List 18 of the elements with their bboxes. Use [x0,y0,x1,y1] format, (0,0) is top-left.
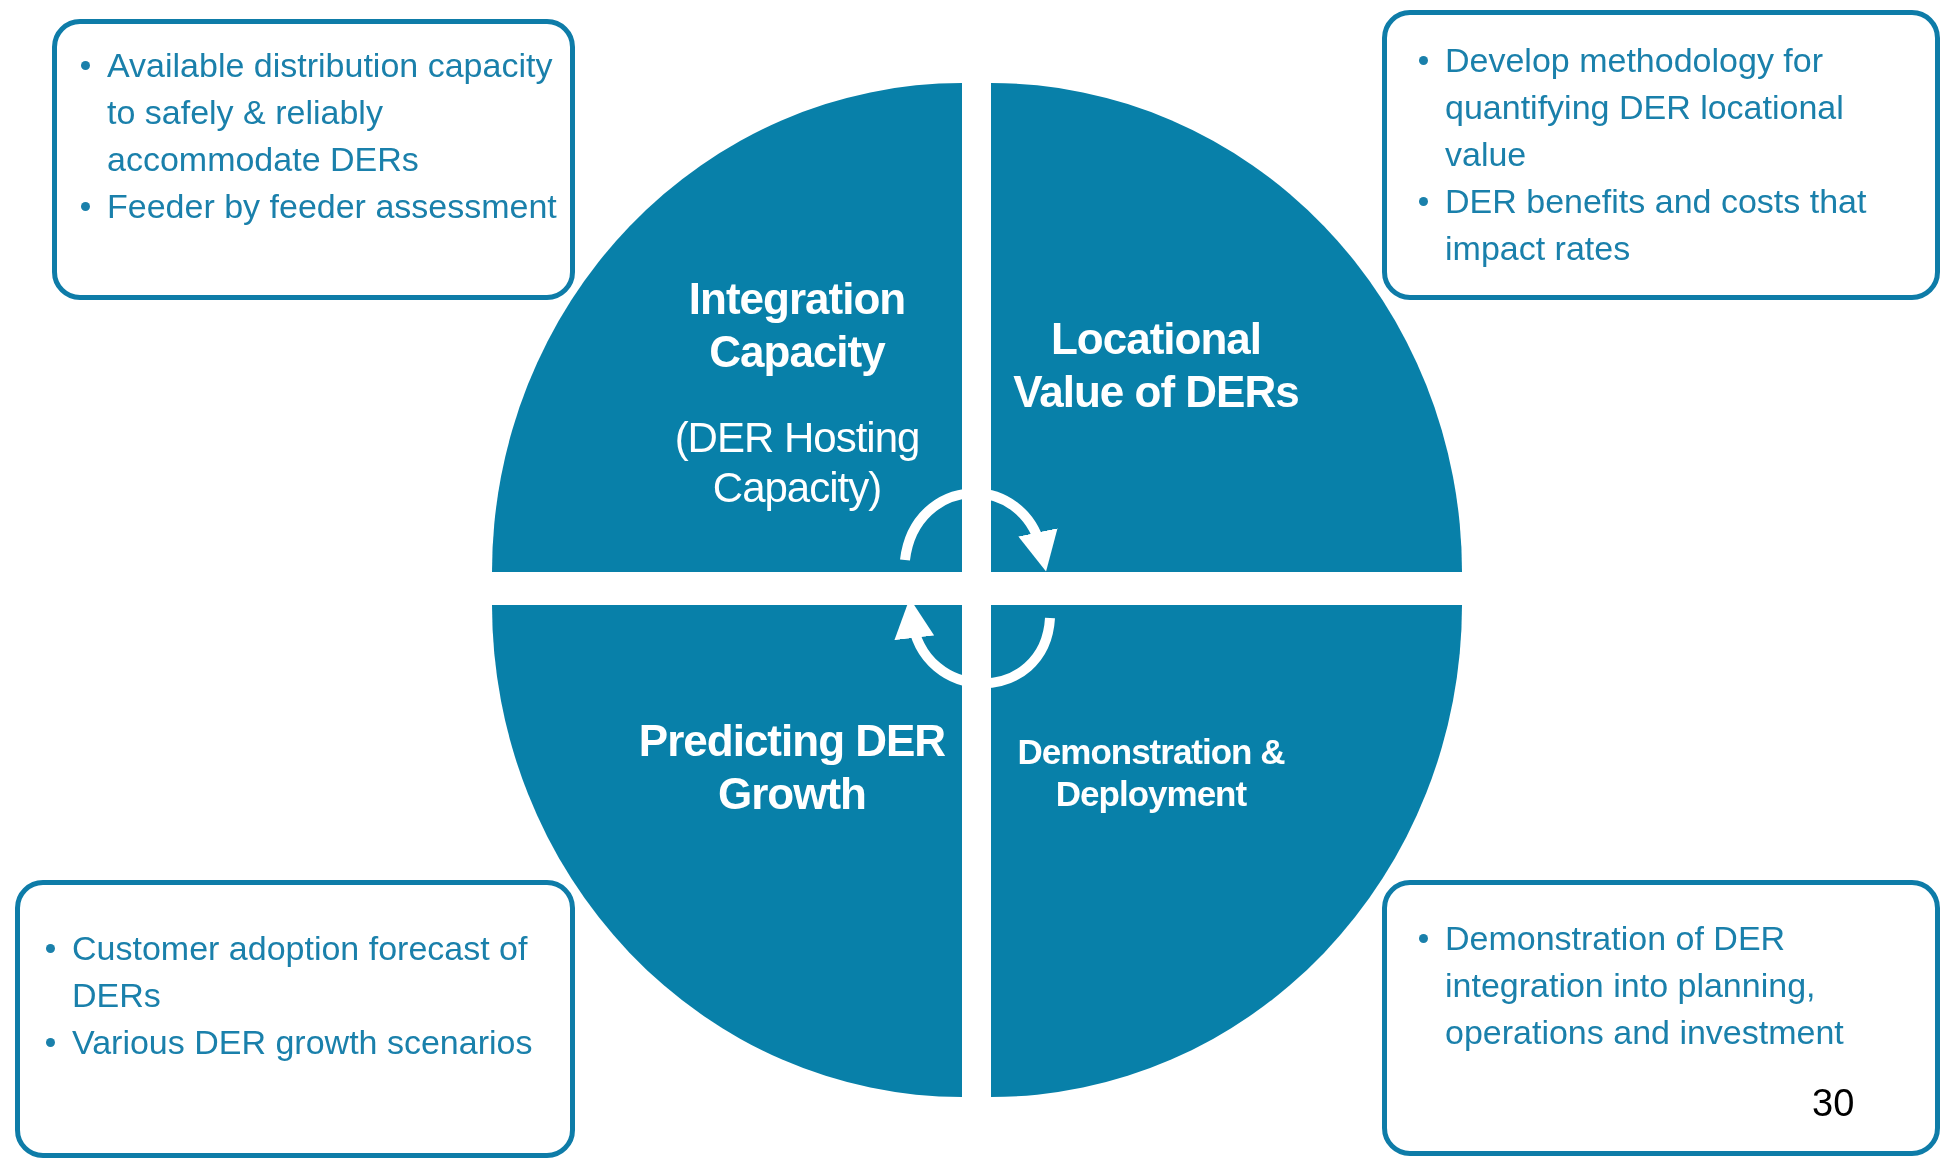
bullet-item: Feeder by feeder assessment [77,182,557,230]
quadrant-title: Locational Value of DERs [1012,313,1300,418]
text-box [1382,10,1940,300]
bullet-item: DER benefits and costs that impact rates [1415,177,1925,272]
text-box [15,880,575,1158]
text-box [1382,880,1940,1156]
bullet-item: Develop methodology for quantifying DER locational value [1415,37,1925,178]
page-number: 30 [1812,1082,1855,1125]
quadrant-title: Integration Capacity [687,273,907,378]
quadrant-title: Predicting DER Growth [637,715,947,820]
bullet-item: Available distribution capacity to safely & reliably accommodate DERs [77,42,557,183]
quadrant-title: Demonstration & Deployment [1016,731,1286,815]
quadrant-subtitle: (DER Hosting Capacity) [673,413,921,514]
bullet-item: Customer adoption forecast of DERs [42,925,542,1019]
text-box [52,19,575,300]
bullet-item: Demonstration of DER integration into planning, operations and investment [1415,915,1925,1056]
cycle-arrow [900,488,1055,571]
bullet-item: Various DER growth scenarios [42,1018,542,1066]
